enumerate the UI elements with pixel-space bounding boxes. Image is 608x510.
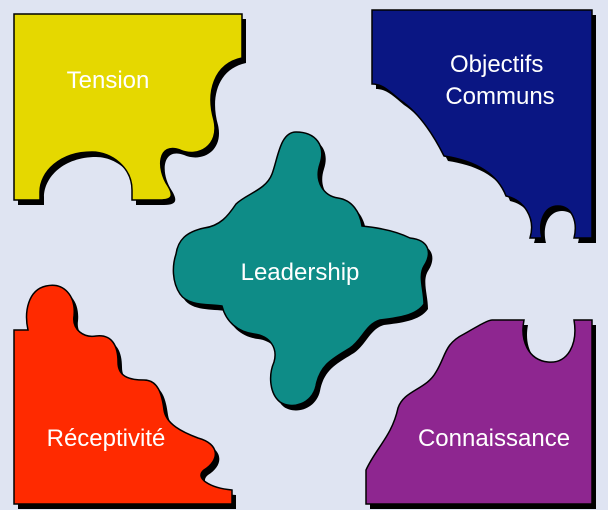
piece-receptivite-shape xyxy=(13,284,233,505)
piece-leadership-shape xyxy=(172,131,430,407)
piece-leadership: Leadership xyxy=(172,131,433,411)
piece-connaissance-label: Connaissance xyxy=(418,425,570,452)
piece-objectifs-label-line-1: Objectifs xyxy=(450,51,543,78)
piece-leadership-label: Leadership xyxy=(241,259,360,286)
piece-objectifs-label: Objectifs Communs xyxy=(445,51,554,110)
piece-tension-shape xyxy=(13,13,243,201)
piece-receptivite: Réceptivité xyxy=(13,284,236,509)
piece-objectifs-shape xyxy=(371,9,593,239)
piece-objectifs-communs: Objectifs Communs xyxy=(371,9,596,243)
piece-tension: Tension xyxy=(13,13,246,205)
piece-connaissance: Connaissance xyxy=(365,319,596,509)
piece-receptivite-label: Réceptivité xyxy=(47,425,166,452)
piece-tension-label: Tension xyxy=(67,67,150,94)
piece-objectifs-label-line-2: Communs xyxy=(445,83,554,110)
piece-connaissance-shape xyxy=(365,319,593,505)
